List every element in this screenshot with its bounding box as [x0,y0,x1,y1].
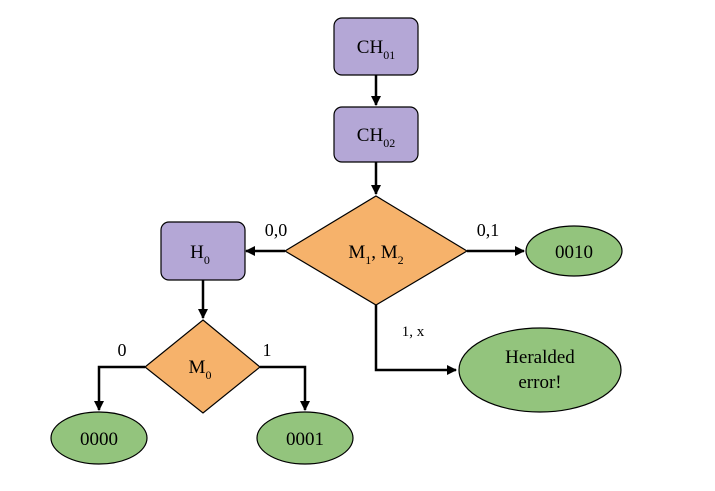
edge-label-0-0: 0,0 [265,220,288,240]
outcome-heralded-error: Heralded error! [458,327,622,413]
node-ch02: CH02 [333,106,419,163]
edge-m0-0001 [260,365,310,411]
edge-label-1-x: 1, x [402,324,425,340]
edge-m12-heralded [374,305,457,375]
edge-label-0-1: 0,1 [477,220,500,240]
svg-text:0010: 0010 [555,242,593,263]
svg-text:error!: error! [518,372,561,393]
svg-text:M0: M0 [189,357,212,382]
node-h0: H0 [160,221,246,281]
decision-m1-m2: M1, M2 [283,195,469,306]
svg-text:Heralded: Heralded [505,347,575,368]
decision-m0: M0 [144,319,261,414]
edge-label-0: 0 [118,340,127,360]
node-ch01: CH01 [333,17,419,76]
outcome-0010: 0010 [525,225,623,277]
svg-text:0000: 0000 [80,429,118,450]
svg-text:H0: H0 [190,242,210,267]
outcome-0000: 0000 [50,411,148,465]
svg-text:CH01: CH01 [357,37,395,62]
edge-label-1: 1 [263,340,272,360]
edge-m0-0000 [94,365,145,411]
svg-text:M1, M2: M1, M2 [348,242,403,267]
edges [94,75,525,411]
svg-text:CH02: CH02 [357,125,395,150]
svg-text:0001: 0001 [286,429,324,450]
outcome-0001: 0001 [256,411,354,465]
